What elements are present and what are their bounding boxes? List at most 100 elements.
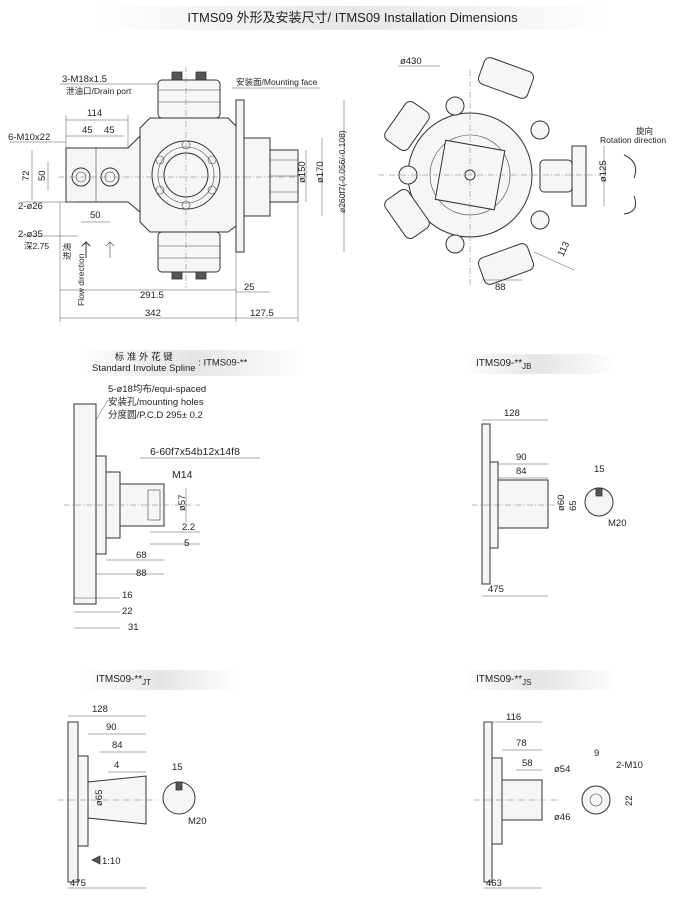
rotation-arrow-cw-icon: [623, 154, 637, 179]
jb-dim-65: 65: [568, 500, 579, 511]
dim-45a: 45: [82, 125, 93, 136]
shaft-hub: [571, 145, 587, 207]
piston-lobe-1: [477, 57, 535, 99]
motor-body: [139, 117, 237, 233]
dim-2-2: 2.2: [182, 522, 195, 533]
js-section-title: ITMS09-**JS: [462, 670, 618, 690]
jb-dim-84: 84: [516, 466, 527, 477]
js-dim-78: 78: [516, 738, 527, 749]
jt-dim-4: 4: [114, 760, 119, 771]
js-dim-58: 58: [522, 758, 533, 769]
spline-pcd: 分度圆/P.C.D 295± 0.2: [108, 409, 203, 421]
jt-section-title: ITMS09-**JT: [82, 670, 238, 690]
jb-dim-475: 475: [488, 584, 504, 595]
jb-dim-d60: ø60: [556, 495, 567, 511]
js-dim-9: 9: [594, 748, 599, 759]
mounting-face-label: 安装面/Mounting face: [236, 77, 318, 87]
jb-section-title: ITMS09-**JB: [462, 354, 615, 374]
rotation-label-en: Rotation direction: [600, 135, 666, 145]
jb-view: 128 90 84 ø60 65 15 M20 475: [472, 408, 626, 597]
dim-22: 22: [122, 606, 133, 617]
dim-50h: 50: [90, 210, 101, 221]
dim-114: 114: [87, 108, 102, 119]
dim-5: 5: [184, 538, 189, 549]
js-view: 116 78 58 9 2-M10 ø54 22 ø46 463: [474, 712, 643, 889]
drain-port-spec: 3-M18x1.5: [62, 74, 107, 85]
dim-113: 113: [556, 240, 572, 258]
spline-section-title: 标 准 外 花 键 Standard Involute Spline : ITM…: [78, 350, 306, 376]
js-shaft-end: [581, 785, 611, 815]
js-dim-116: 116: [506, 712, 521, 723]
js-dim-463: 463: [486, 878, 502, 889]
side-view: ø430 旋向 Rotation direction ø125 113 88: [378, 56, 666, 293]
flange-spigot: [243, 137, 271, 217]
jt-dim-475: 475: [70, 878, 86, 889]
spline-model: ITMS09-**: [203, 357, 248, 369]
dim-25: 25: [244, 282, 255, 293]
jb-thread: M20: [608, 518, 626, 529]
jt-dim-128: 128: [92, 704, 108, 715]
js-dim-d46: ø46: [554, 812, 570, 823]
spline-spec: 6-60f7x54b12x14f8: [150, 446, 240, 458]
port-d35: 2-ø35: [18, 229, 43, 240]
dim-68: 68: [136, 550, 147, 561]
rotation-arrow-ccw-icon: [623, 195, 637, 215]
jt-dim-15: 15: [172, 762, 183, 773]
dim-31: 31: [128, 622, 139, 633]
js-dim-d54: ø54: [554, 764, 570, 775]
bottom-piston-housing: [157, 231, 221, 273]
jb-shaft: [497, 479, 549, 529]
front-view: 114 45 45 6-M10x22 72 50 2-ø26 50 2-ø35 …: [8, 66, 347, 322]
js-thread: 2-M10: [616, 760, 643, 771]
flow-arrow-down-icon: [81, 240, 91, 258]
flow-arrow-up-icon: [105, 241, 115, 258]
piston-lobe-2: [539, 159, 573, 193]
taper-arrow-icon: [91, 855, 101, 865]
dim-d260: ø260f7(-0.056/-0.108): [337, 130, 347, 213]
dim-d170: ø170: [315, 161, 326, 183]
jb-dim-15: 15: [594, 464, 605, 475]
spline-title-en: Standard Involute Spline: [92, 363, 196, 374]
jt-taper: 1:10: [102, 856, 121, 867]
js-flange: [483, 721, 493, 883]
piston-lobe-5: [384, 100, 430, 152]
flow-label-cn: 进油: [62, 243, 72, 260]
dim-72: 72: [21, 170, 32, 181]
jt-flange: [67, 721, 79, 883]
spline-thread: M14: [172, 469, 193, 481]
jb-dim-90: 90: [516, 452, 527, 463]
dim-127-5: 127.5: [250, 308, 274, 319]
spline-mounting: 安装孔/mounting holes: [108, 396, 204, 408]
js-dim-22: 22: [624, 795, 635, 806]
dim-d430: ø430: [400, 56, 422, 67]
dim-side-88: 88: [495, 282, 506, 293]
spline-flange: [73, 403, 97, 605]
spline-holes: 5-ø18均布/equi-spaced: [108, 383, 206, 395]
dim-50v: 50: [37, 170, 48, 181]
dim-342: 342: [145, 308, 161, 319]
dim-d125: ø125: [598, 160, 609, 182]
jt-dim-90: 90: [106, 722, 117, 733]
spline-view: 5-ø18均布/equi-spaced 安装孔/mounting holes 分…: [64, 383, 260, 633]
jt-view: 128 90 84 4 ø65 15 M20 1:10 475: [58, 704, 206, 889]
dim-45b: 45: [104, 125, 115, 136]
port-d26: 2-ø26: [18, 201, 43, 212]
spline-title-cn: 标 准 外 花 键: [114, 352, 173, 363]
piston-lobe-4: [384, 188, 430, 240]
drain-port-label: 泄油口/Drain port: [66, 86, 132, 96]
piston-lobe-3: [477, 243, 535, 285]
flow-label-en: Flow direction: [76, 253, 86, 306]
mounting-flange: [235, 99, 245, 253]
port-depth: 深2.75: [24, 241, 49, 251]
jb-flange: [481, 423, 491, 585]
jt-thread: M20: [188, 816, 206, 827]
jt-dim-84: 84: [112, 740, 123, 751]
page-title: ITMS09 外形及安装尺寸/ ITMS09 Installation Dime…: [95, 6, 610, 30]
dim-16: 16: [122, 590, 133, 601]
rotation-label-cn: 旋向: [636, 126, 653, 136]
jb-dim-128: 128: [504, 408, 520, 419]
jt-dim-dia: ø65: [94, 790, 105, 806]
dim-291-5: 291.5: [140, 290, 164, 301]
